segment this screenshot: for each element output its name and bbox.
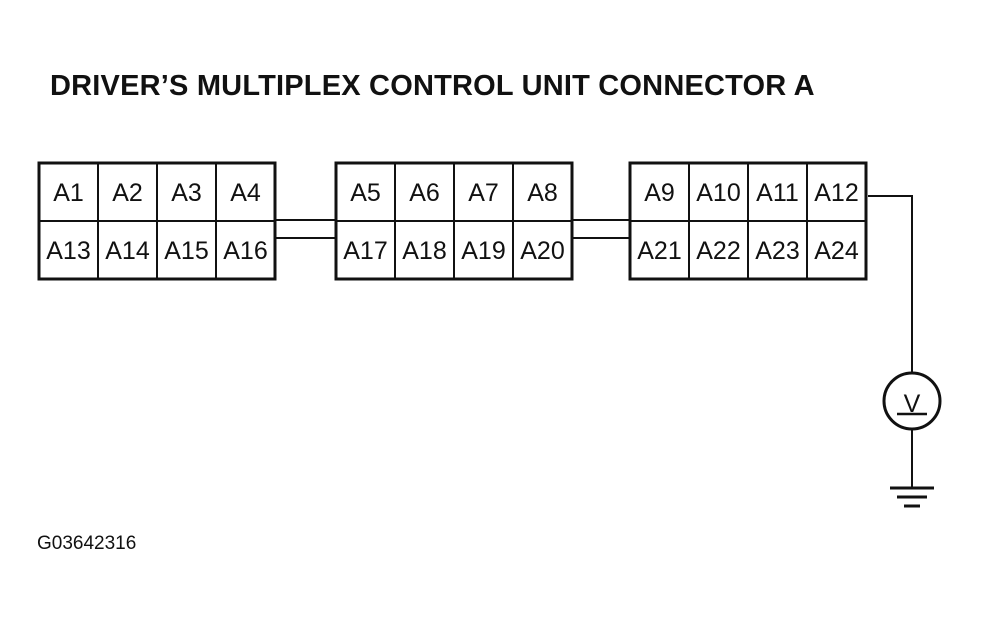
ground-icon [890,486,934,508]
pin-label: A15 [164,237,208,265]
pin-label: A17 [343,237,387,265]
pin-label: A22 [696,237,740,265]
probe-wire [868,195,913,381]
pin-label: A2 [112,179,143,207]
pin-label: A12 [814,179,858,207]
pin-label: A6 [409,179,440,207]
pin-label: A24 [814,237,859,265]
figure-code: G03642316 [37,533,137,554]
pin-label: A3 [171,179,202,207]
voltmeter-icon: V [882,371,942,431]
pin-label: A7 [468,179,499,207]
pin-label: A11 [756,179,799,207]
diagram-title: DRIVER’S MULTIPLEX CONTROL UNIT CONNECTO… [50,70,815,102]
pin-label: A16 [223,237,267,265]
pin-label: A4 [230,179,261,207]
pin-label: A8 [527,179,558,207]
pin-label: A5 [350,179,381,207]
pin-label: A20 [520,237,564,265]
pin-label: A18 [402,237,446,265]
pin-label: A19 [461,237,505,265]
pin-label: A10 [696,179,740,207]
pin-label: A13 [46,237,90,265]
voltmeter-symbol: V [904,390,921,418]
pin-label: A23 [755,237,799,265]
pin-label: A1 [53,179,84,207]
block-links [276,219,630,239]
pin-label: A9 [644,179,675,207]
pin-label: A14 [105,237,150,265]
pin-label: A21 [637,237,681,265]
